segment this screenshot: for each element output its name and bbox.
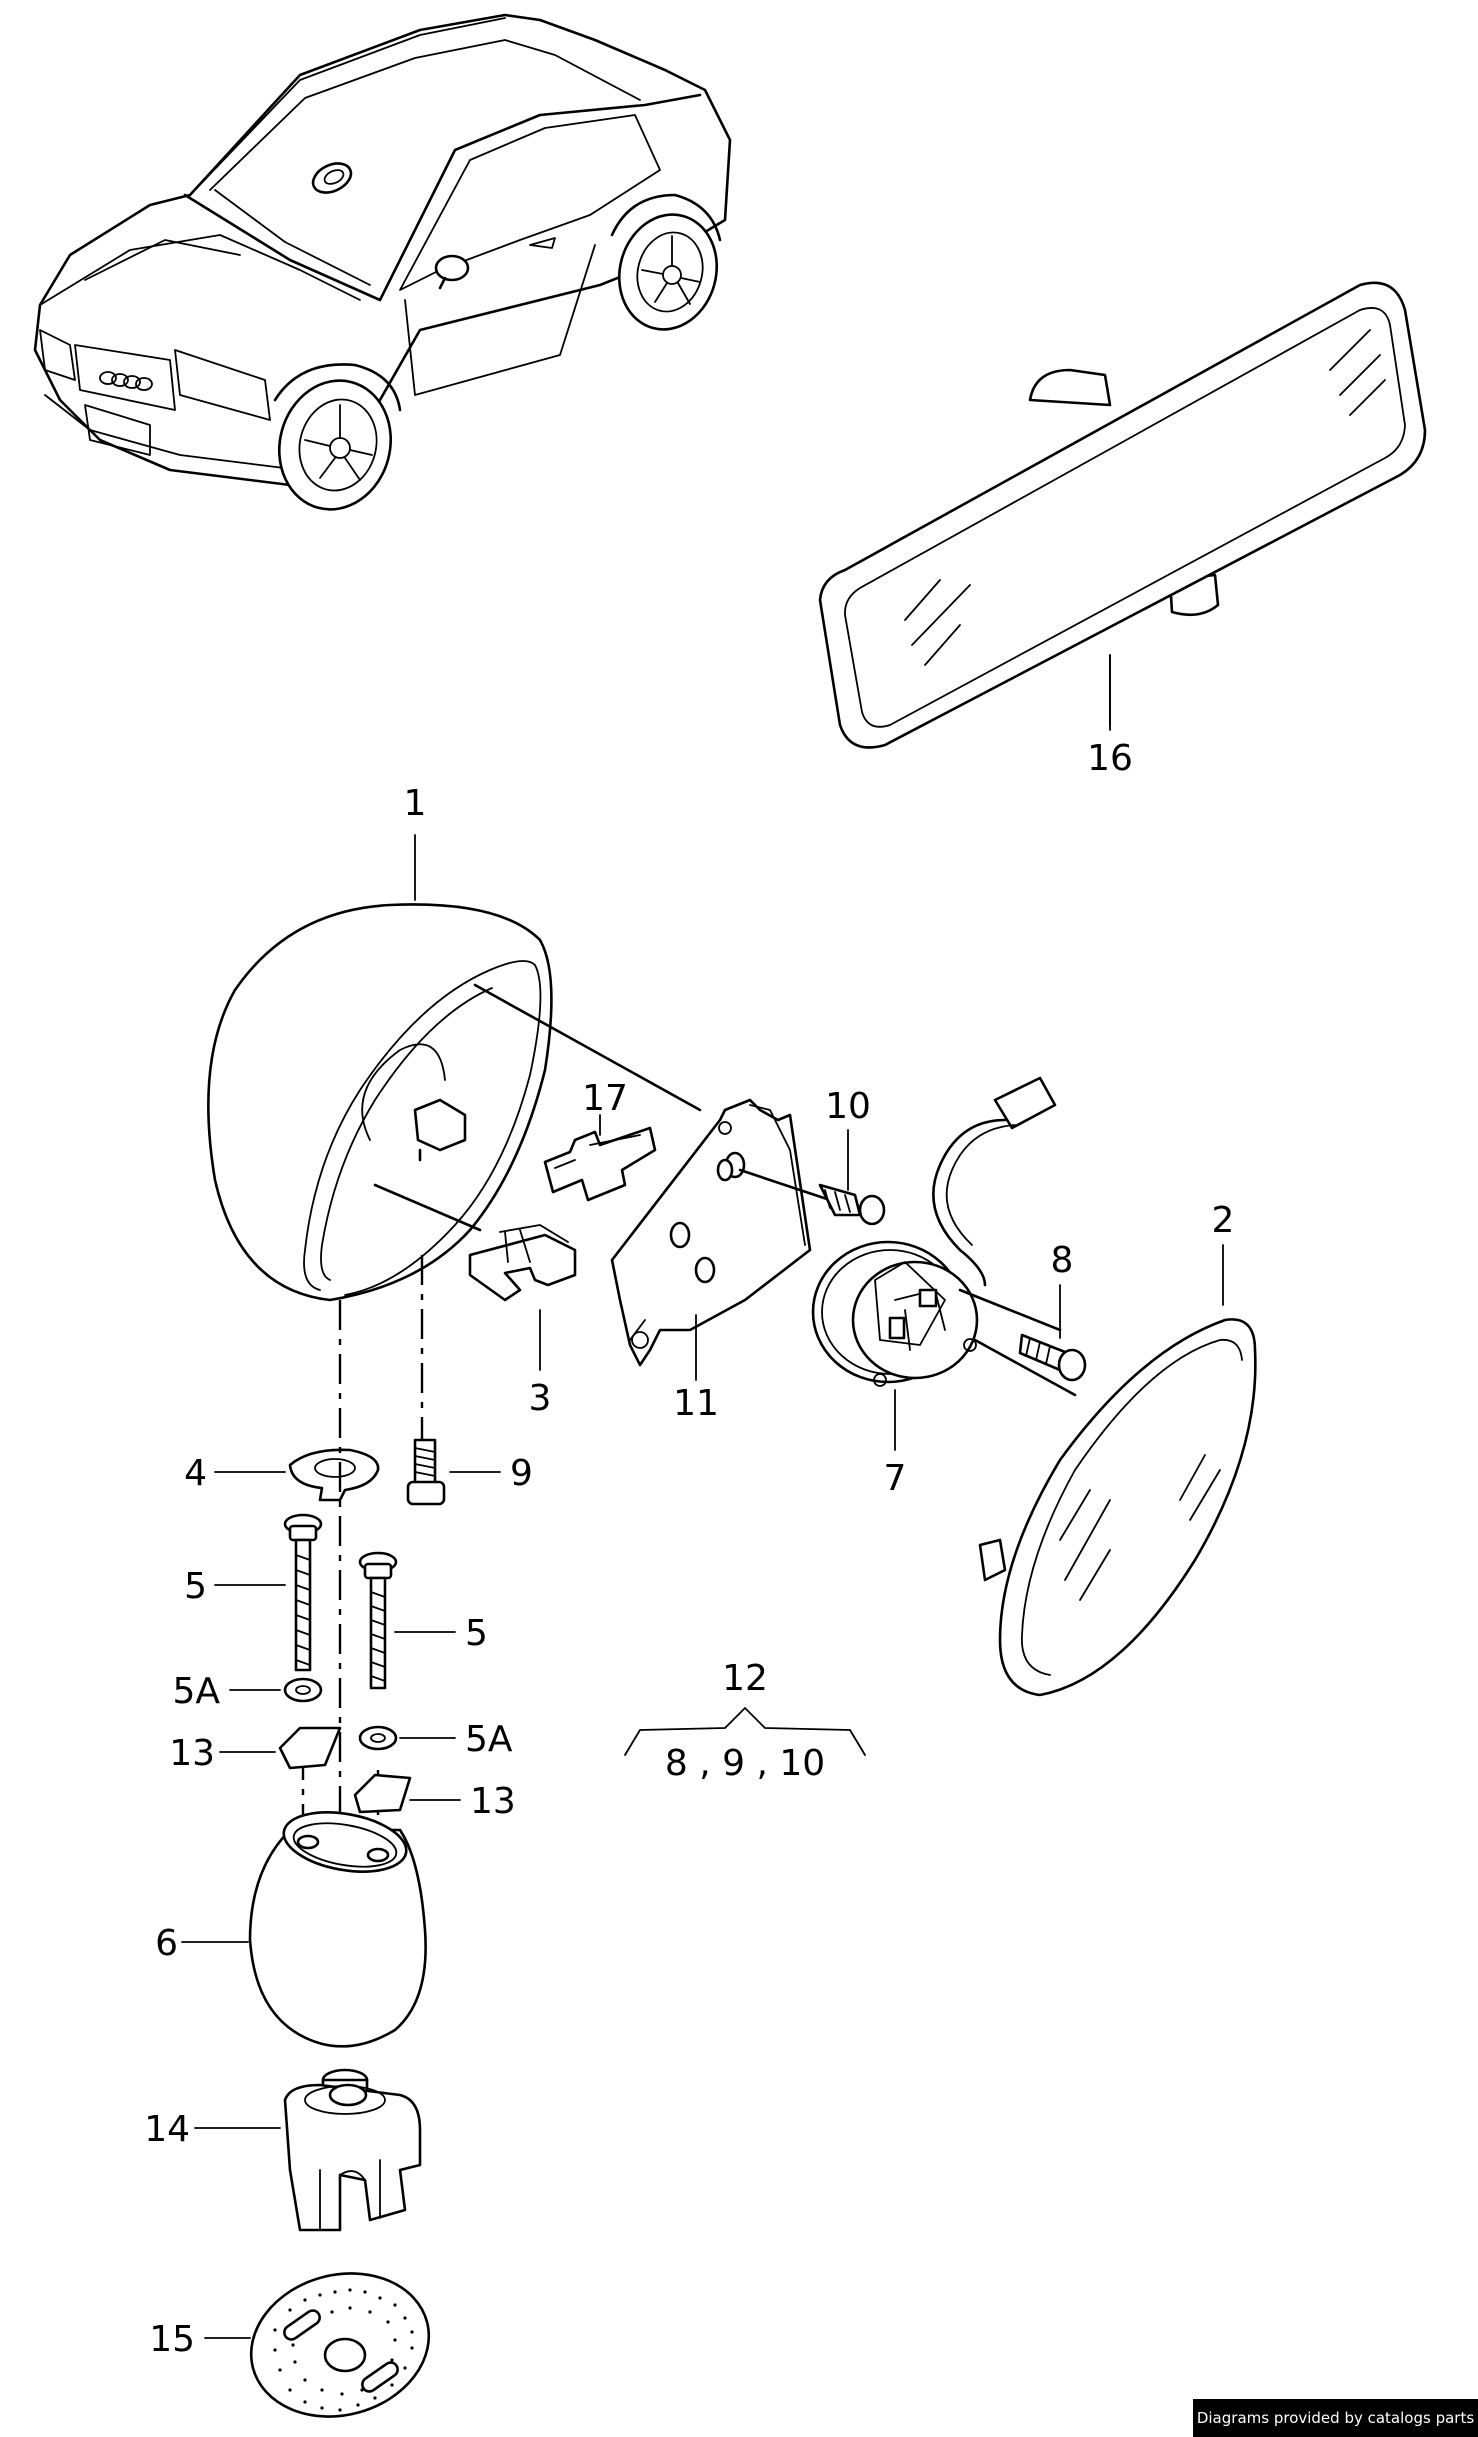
clip-3 xyxy=(468,1224,577,1302)
footer-credit: Diagrams provided by catalogs parts xyxy=(1193,2399,1478,2437)
label-11: 11 xyxy=(673,1383,719,1424)
label-5a: 5 xyxy=(184,1566,207,1607)
screw-5-right xyxy=(358,1551,398,1690)
screw-5-left xyxy=(283,1513,323,1672)
mount-14 xyxy=(283,2068,422,2232)
mirror-base-6 xyxy=(248,1811,427,2048)
label-6: 6 xyxy=(155,1923,178,1964)
washer-5A-left xyxy=(283,1677,323,1703)
label-13-right: 13 xyxy=(470,1781,516,1822)
mirror-motor-7 xyxy=(811,1240,1077,1397)
label-9: 9 xyxy=(510,1453,533,1494)
label-4: 4 xyxy=(184,1453,207,1494)
clip-ring-4 xyxy=(288,1448,380,1502)
label-1: 1 xyxy=(404,783,427,824)
label-5A-left: 5A xyxy=(172,1671,220,1712)
seal-13-right xyxy=(353,1773,412,1814)
label-17: 17 xyxy=(582,1078,628,1119)
label-7: 7 xyxy=(884,1458,907,1499)
label-13-left: 13 xyxy=(169,1733,215,1774)
label-5A-right: 5A xyxy=(465,1719,513,1760)
mirror-housing-1 xyxy=(207,903,702,1302)
screw-8 xyxy=(1018,1333,1087,1382)
label-14: 14 xyxy=(144,2109,190,2150)
spring-clip-17 xyxy=(543,1126,657,1202)
mirror-glass-2 xyxy=(978,1318,1257,1697)
gasket-15 xyxy=(249,2272,431,2418)
label-16: 16 xyxy=(1087,738,1133,779)
seal-13-left xyxy=(278,1726,342,1770)
label-15: 15 xyxy=(149,2319,195,2360)
interior-mirror-16 xyxy=(818,281,1427,749)
label-5b: 5 xyxy=(465,1613,488,1654)
wire-connector xyxy=(932,1076,1057,1287)
label-3: 3 xyxy=(529,1378,552,1419)
label-8: 8 xyxy=(1051,1240,1074,1281)
brace-12 xyxy=(624,1707,866,1756)
group-12: 12 8 , 9 , 10 xyxy=(624,1658,866,1784)
label-10: 10 xyxy=(825,1086,871,1127)
washer-5A-right xyxy=(358,1725,398,1751)
bracket-11 xyxy=(610,1098,812,1367)
car-illustration xyxy=(33,13,732,511)
label-12-contents: 8 , 9 , 10 xyxy=(665,1743,825,1784)
label-12: 12 xyxy=(722,1658,768,1699)
label-2: 2 xyxy=(1212,1200,1235,1241)
screw-10 xyxy=(738,1168,886,1226)
screw-9 xyxy=(406,1438,446,1506)
